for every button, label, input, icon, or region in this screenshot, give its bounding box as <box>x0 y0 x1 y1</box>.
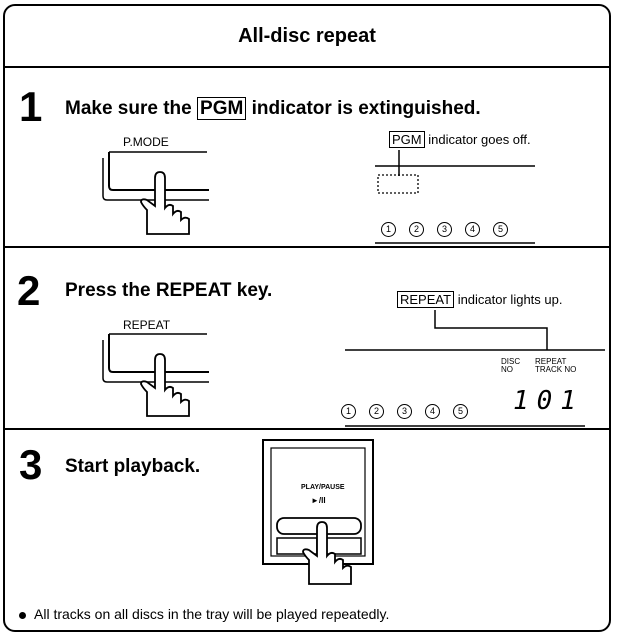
display-panel-1 <box>375 150 535 244</box>
pgm-boxed-label: PGM <box>197 97 247 120</box>
footer-note-text: All tracks on all discs in the tray will… <box>34 606 390 622</box>
step-1: 1 Make sure the PGM indicator is extingu… <box>5 68 609 248</box>
disc-indicator: 1 <box>341 404 356 419</box>
bullet-icon <box>19 611 26 619</box>
instruction-text-before: Make sure the <box>65 98 192 119</box>
play-pause-label: PLAY/PAUSE <box>301 484 345 491</box>
track-readout: 101 <box>513 386 584 416</box>
repeat-leader-line <box>434 310 548 350</box>
step-number: 2 <box>17 267 41 314</box>
instruction-text-after: indicator is extinguished. <box>251 98 481 119</box>
disc-indicator: 4 <box>465 222 480 237</box>
step-3: 3 Start playback. PLAY/PAUSE ►/II All tr… <box>5 430 609 630</box>
repeat-display-caption: REPEAT indicator lights up. <box>397 291 563 308</box>
step-instruction: Press the REPEAT key. <box>65 280 273 301</box>
pgm-display-caption: PGM indicator goes off. <box>389 131 531 148</box>
step-instruction: Start playback. <box>65 456 201 477</box>
repeat-key-label: REPEAT <box>123 318 171 332</box>
play-pause-symbol: ►/II <box>311 496 326 505</box>
disc-indicator: 1 <box>381 222 396 237</box>
pgm-indicator-label: PGM <box>389 131 425 148</box>
repeat-key-illustration[interactable] <box>97 330 217 420</box>
repeat-indicator-note: indicator lights up. <box>457 292 563 307</box>
footer-note: All tracks on all discs in the tray will… <box>19 606 389 622</box>
disc-indicator: 5 <box>493 222 508 237</box>
disc-no-label: DISC NO <box>501 357 521 374</box>
display-panel-2 <box>345 349 605 427</box>
step-instruction: Make sure the PGM indicator is extinguis… <box>65 97 481 120</box>
disc-indicator: 5 <box>453 404 468 419</box>
disc-indicator: 4 <box>425 404 440 419</box>
repeat-track-label: REPEAT TRACK NO <box>535 357 577 374</box>
step-number: 3 <box>19 441 43 488</box>
panel-title: All-disc repeat <box>5 6 609 68</box>
pgm-indicator-note: indicator goes off. <box>428 132 531 147</box>
disc-indicator: 2 <box>369 404 384 419</box>
instruction-panel: All-disc repeat 1 Make sure the PGM indi… <box>3 4 611 632</box>
pmode-key-illustration[interactable] <box>97 148 217 238</box>
disc-indicator: 2 <box>409 222 424 237</box>
disc-indicator: 3 <box>397 404 412 419</box>
disc-indicator: 3 <box>437 222 452 237</box>
repeat-indicator-label: REPEAT <box>397 291 455 308</box>
step-2: 2 Press the REPEAT key. REPEAT REPEAT in… <box>5 248 609 430</box>
play-pause-key-illustration[interactable] <box>261 438 381 588</box>
pmode-key-label: P.MODE <box>123 135 169 149</box>
step-number: 1 <box>19 83 43 130</box>
